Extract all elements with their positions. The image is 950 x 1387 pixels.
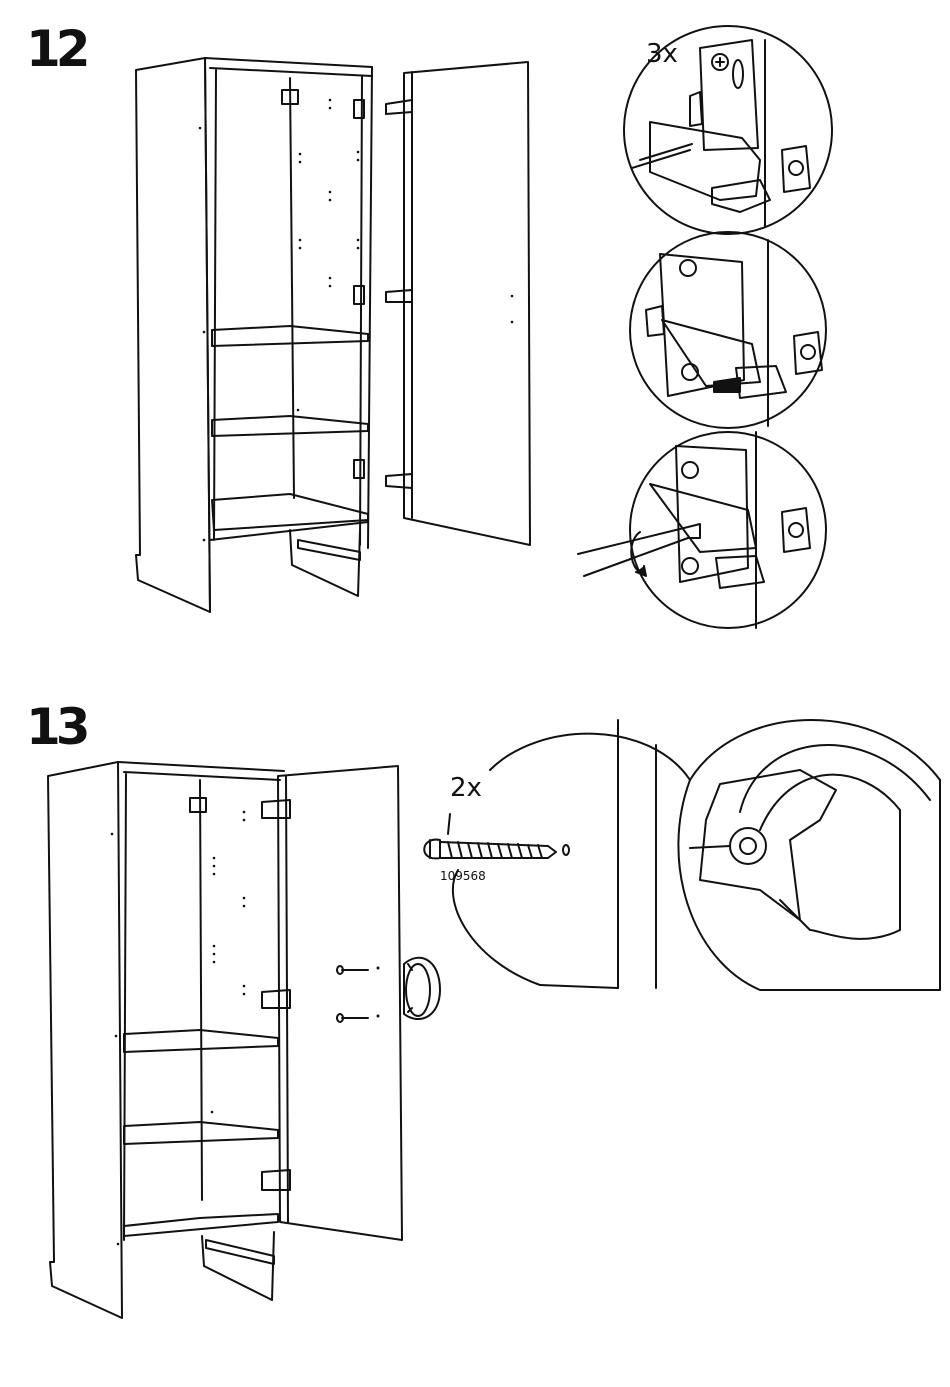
cabinet-13 (48, 762, 290, 1318)
door-13 (278, 766, 440, 1240)
screw-detail-circle (424, 720, 690, 988)
hinge-detail-circle-2 (630, 232, 826, 428)
quantity-label-2x: 2x (450, 773, 482, 803)
part-number-label: 109568 (440, 869, 486, 883)
cabinet-12 (136, 58, 372, 612)
bumper-detail-circle (678, 720, 940, 990)
hinge-detail-circle-3 (578, 432, 826, 628)
door-12 (386, 62, 530, 545)
quantity-label-3x: 3x (646, 39, 678, 69)
